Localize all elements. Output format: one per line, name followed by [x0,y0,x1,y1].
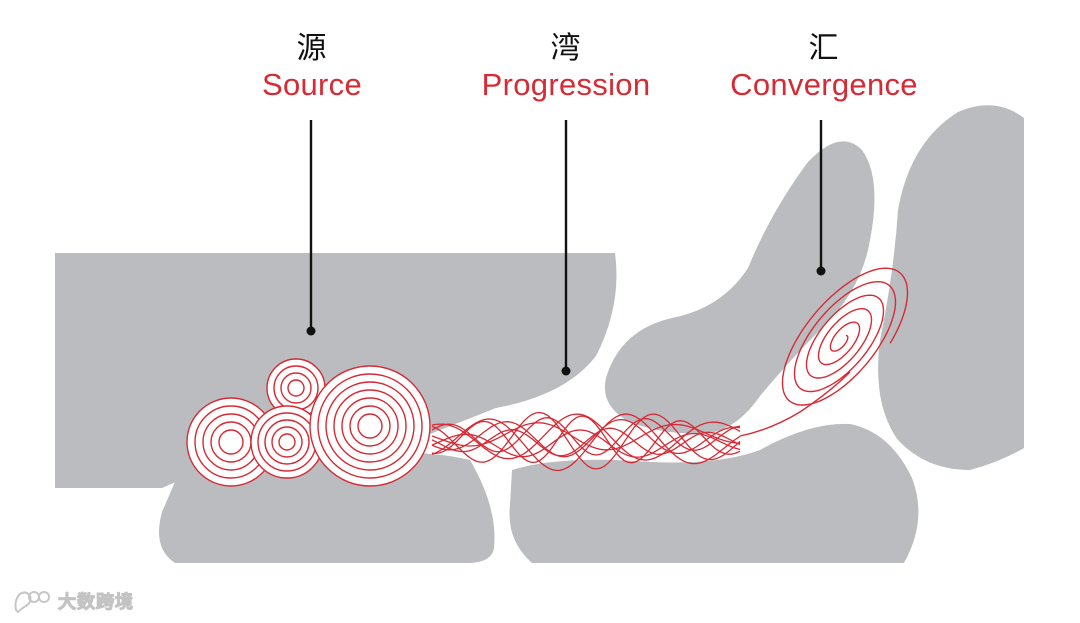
progression-label-cn: 湾 [550,31,582,66]
watermark-text: 大数跨境 [58,592,134,614]
strand-line [431,413,741,472]
ripple-ring [218,429,244,455]
strand-line [431,417,741,456]
strand-line [431,415,741,464]
source-ripples [186,358,431,487]
ripple-group-2 [266,358,326,418]
progression-pointer-dot [561,366,571,376]
land-masses [55,105,1024,563]
bubble-logo-icon [14,591,50,614]
ripple-ring [278,433,296,451]
strand-line [431,413,741,461]
progression-strands [431,411,741,472]
source-label-en: Source [261,67,363,102]
progression-label-en: Progression [481,67,651,102]
strand-line [431,418,741,458]
convergence-label-cn: 汇 [808,31,840,66]
source-pointer-dot [306,326,316,336]
ripple-ring [287,379,305,397]
progression-label: 湾 Progression [482,32,651,104]
land-bottom-middle [509,423,919,563]
spiral-line [781,267,909,406]
ripple-group-4 [309,365,431,487]
strand-line [431,411,741,470]
convergence-label: 汇 Convergence [730,32,918,104]
ripple-group-3 [250,405,324,479]
watermark: 大数跨境 [12,588,134,614]
convergence-pointer-dot [816,266,826,276]
strand-line [431,427,741,457]
ripple-ring [357,413,383,439]
pointers [306,120,826,376]
strand-line [431,429,741,458]
land-right-block [878,105,1024,471]
source-label: 源 Source [262,32,362,104]
convergence-spiral [739,267,909,437]
source-label-cn: 源 [296,31,328,66]
convergence-label-en: Convergence [730,67,918,102]
land-middle-blob [604,141,875,434]
spiral-tail-line [739,371,851,437]
ripple-group-1 [186,397,276,487]
